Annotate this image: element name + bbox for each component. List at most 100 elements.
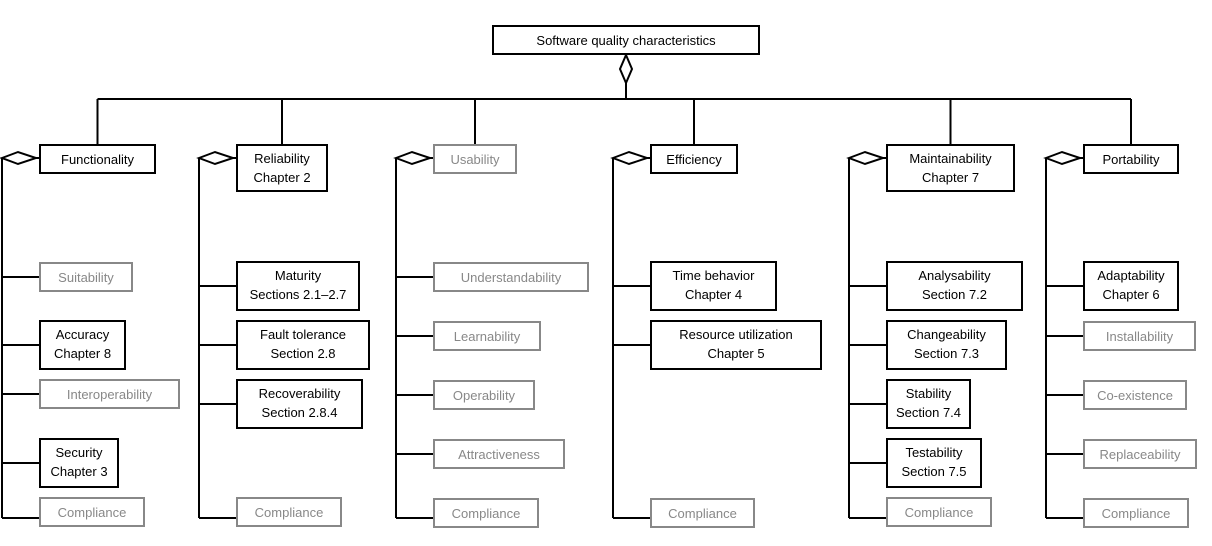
sub-characteristic-label-line: Section 2.8 — [270, 346, 335, 361]
sub-characteristic-box — [433, 439, 565, 469]
sub-characteristic-label-line: Compliance — [1102, 506, 1171, 521]
sub-characteristic-label-line: Accuracy — [56, 327, 110, 342]
sub-characteristic-label-line: Co-existence — [1097, 388, 1173, 403]
characteristic-functionality-box — [39, 144, 156, 174]
aggregation-diamond-icon — [610, 150, 651, 166]
sub-characteristic-box — [1083, 261, 1179, 311]
sub-characteristic: Compliance — [236, 497, 342, 527]
sub-characteristic-label-line: Adaptability — [1097, 268, 1165, 283]
characteristic-reliability-label-line: Chapter 2 — [253, 170, 310, 185]
characteristic-reliability-box — [236, 144, 328, 192]
sub-characteristic-box — [650, 320, 822, 370]
sub-characteristic-label-line: Security — [56, 445, 103, 460]
sub-characteristic-label-line: Chapter 3 — [50, 464, 107, 479]
root-box — [492, 25, 760, 55]
sub-characteristic-label-line: Resource utilization — [679, 327, 792, 342]
characteristic-maintainability-box — [886, 144, 1015, 192]
sub-characteristic-label-line: Chapter 8 — [54, 346, 111, 361]
sub-characteristic: Suitability — [39, 262, 133, 292]
sub-characteristic-label-line: Stability — [906, 386, 952, 401]
sub-characteristic: Compliance — [886, 497, 992, 527]
root-label: Software quality characteristics — [536, 33, 716, 48]
sub-characteristic-label-line: Fault tolerance — [260, 327, 346, 342]
aggregation-diamond-icon — [196, 150, 237, 166]
characteristic-efficiency-box — [650, 144, 738, 174]
sub-characteristic-box — [1083, 380, 1187, 410]
sub-characteristic: Operability — [433, 380, 535, 410]
aggregation-diamond-icon — [0, 150, 40, 166]
sub-characteristic-label-line: Compliance — [905, 505, 974, 520]
sub-characteristic-label-line: Sections 2.1–2.7 — [250, 287, 347, 302]
sub-characteristic: Co-existence — [1083, 380, 1187, 410]
characteristic-usability-label-line: Usability — [450, 152, 500, 167]
sub-characteristic-label-line: Chapter 5 — [707, 346, 764, 361]
characteristic-functionality-label-line: Functionality — [61, 152, 134, 167]
sub-characteristic: Installability — [1083, 321, 1196, 351]
sub-characteristic-label-line: Compliance — [58, 505, 127, 520]
sub-characteristic-box — [886, 379, 971, 429]
sub-characteristic-box — [886, 320, 1007, 370]
sub-characteristic-box — [39, 262, 133, 292]
sub-characteristic-box — [433, 262, 589, 292]
sub-characteristic-label-line: Section 7.5 — [901, 464, 966, 479]
sub-characteristic: Compliance — [39, 497, 145, 527]
sub-characteristic-label-line: Section 7.3 — [914, 346, 979, 361]
aggregation-diamond-icon — [1043, 150, 1084, 166]
characteristic-reliability-label-line: Reliability — [254, 151, 310, 166]
sub-characteristic-box — [39, 379, 180, 409]
sub-characteristic: Compliance — [650, 498, 755, 528]
characteristic-portability: Portability — [1083, 144, 1179, 174]
sub-characteristic-box — [1083, 498, 1189, 528]
aggregation-diamond-icon — [618, 52, 634, 86]
sub-characteristic-label-line: Learnability — [454, 329, 521, 344]
sub-characteristic-box — [886, 497, 992, 527]
sub-characteristic-label-line: Compliance — [668, 506, 737, 521]
sub-characteristic-label-line: Testability — [905, 445, 963, 460]
characteristic-nodes: FunctionalitySuitabilityAccuracyChapter … — [39, 144, 1197, 528]
sub-characteristic-box — [886, 261, 1023, 311]
sub-characteristic-box — [39, 320, 126, 370]
aggregation-diamond-icon — [393, 150, 434, 166]
sub-characteristic-box — [236, 320, 370, 370]
sub-characteristic-label-line: Changeability — [907, 327, 986, 342]
sub-characteristic-label-line: Section 7.2 — [922, 287, 987, 302]
sub-characteristic-box — [433, 498, 539, 528]
root-node: Software quality characteristics — [492, 25, 760, 55]
sub-characteristic-box — [650, 498, 755, 528]
characteristic-portability-box — [1083, 144, 1179, 174]
sub-characteristic-label-line: Recoverability — [259, 386, 341, 401]
sub-characteristic-box — [433, 380, 535, 410]
sub-characteristic: Attractiveness — [433, 439, 565, 469]
sub-characteristic-label-line: Suitability — [58, 270, 114, 285]
sub-characteristic-label-line: Operability — [453, 388, 516, 403]
characteristic-functionality: Functionality — [39, 144, 156, 174]
aggregation-diamond-icon — [846, 150, 887, 166]
sub-characteristic-box — [650, 261, 777, 311]
sub-characteristic-label-line: Replaceability — [1100, 447, 1181, 462]
sub-characteristic-label-line: Time behavior — [673, 268, 756, 283]
sub-characteristic-label-line: Section 7.4 — [896, 405, 961, 420]
sub-characteristic-label-line: Section 2.8.4 — [262, 405, 338, 420]
sub-characteristic-box — [236, 497, 342, 527]
sub-characteristic: Compliance — [433, 498, 539, 528]
sub-characteristic-label-line: Chapter 6 — [1102, 287, 1159, 302]
sub-characteristic-box — [236, 379, 363, 429]
sub-characteristic: Understandability — [433, 262, 589, 292]
characteristic-maintainability-label-line: Chapter 7 — [922, 170, 979, 185]
characteristic-usability-box — [433, 144, 517, 174]
sub-characteristic-label-line: Compliance — [255, 505, 324, 520]
sub-characteristic: Replaceability — [1083, 439, 1197, 469]
sub-characteristic-label-line: Attractiveness — [458, 447, 540, 462]
characteristic-efficiency-label-line: Efficiency — [666, 152, 722, 167]
